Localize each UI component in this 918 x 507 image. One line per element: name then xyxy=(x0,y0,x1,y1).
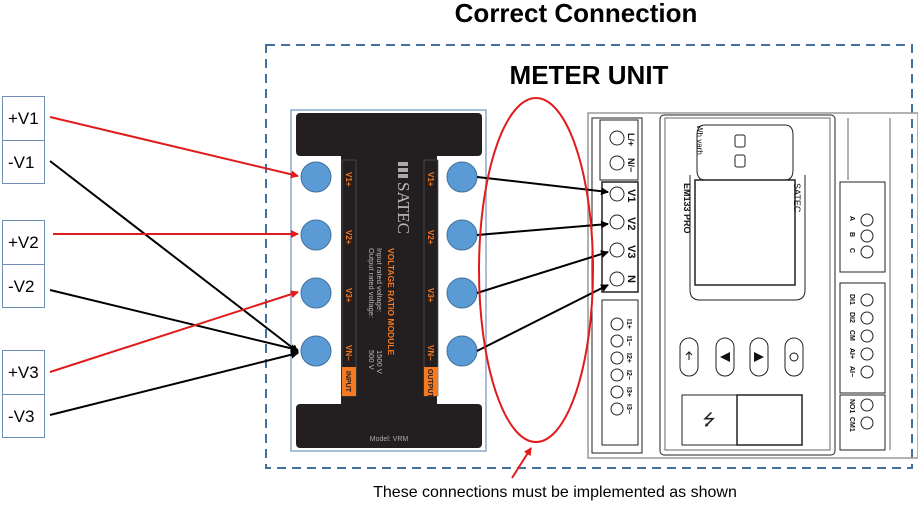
vrm-body xyxy=(341,150,437,410)
vrm-out-label-v2: V2+ xyxy=(426,230,435,245)
meter-terminal-label-n-power: N/− xyxy=(626,158,636,172)
vrm-out-label-v1: V1+ xyxy=(426,172,435,187)
vrm-out-label-v3: V3+ xyxy=(426,288,435,303)
meter-enter-button-icon xyxy=(685,350,693,360)
satec-logo-icon xyxy=(398,162,408,178)
caption-pointer-arrow xyxy=(511,447,532,479)
vrm-output-terminal-vn xyxy=(446,335,478,367)
vrm-to-meter-wires xyxy=(476,176,609,352)
meter-buttons xyxy=(685,350,799,362)
vrm-output-rated-value: 500 V xyxy=(367,350,376,370)
diagram-title: Correct Connection xyxy=(454,0,698,28)
vrm-output-terminal-v1 xyxy=(446,161,478,193)
wire-minus-v1 xyxy=(49,160,299,353)
meter-terminal-label-v1: V1 xyxy=(625,189,637,202)
svg-text:CM: CM xyxy=(848,330,855,341)
wire-v3-out xyxy=(476,250,609,294)
source-wires xyxy=(49,116,299,416)
source-group-v3: +V3 -V3 xyxy=(2,350,45,438)
vrm-input-rated-value: 1500 V xyxy=(375,350,384,374)
vrm-brand: SATEC xyxy=(394,182,413,234)
svg-text:I1−: I1− xyxy=(625,336,632,346)
meter-em133 xyxy=(587,112,918,459)
voltage-ratio-module: V1+ V2+ V3+ VN− V1+ V2+ V3+ VN− INPUT OU… xyxy=(290,109,487,452)
wire-v2-out xyxy=(476,220,609,236)
vrm-output-tag-text: OUTPUT xyxy=(426,369,433,399)
svg-text:NO1: NO1 xyxy=(848,399,855,414)
svg-text:C: C xyxy=(848,248,855,253)
meter-left-button-icon xyxy=(720,352,730,362)
source-terminal-minus-v1: -V1 xyxy=(3,140,44,183)
caption-text: These connections must be implemented as… xyxy=(373,484,737,501)
meter-unit-boundary xyxy=(265,44,913,469)
vrm-in-label-v1: V1+ xyxy=(344,172,353,187)
meter-right-button-icon xyxy=(754,352,764,362)
meter-brand-label: SATEC xyxy=(792,183,802,213)
source-terminal-plus-v2: +V2 xyxy=(8,233,39,252)
source-terminal-minus-v2: -V2 xyxy=(3,264,44,307)
wire-minus-v3 xyxy=(49,350,299,416)
highlight-ellipse xyxy=(478,97,594,443)
vrm-in-label-vn: VN− xyxy=(344,345,353,361)
svg-text:A: A xyxy=(848,216,855,221)
svg-text:I2−: I2− xyxy=(625,370,632,380)
meter-terminal-label-v2: V2 xyxy=(625,217,637,230)
vrm-output-terminal-v3 xyxy=(446,277,478,309)
meter-model-label: EM133 PRO xyxy=(682,183,692,234)
usb-icon: ⭍ xyxy=(702,411,715,429)
svg-text:DI2: DI2 xyxy=(848,312,855,323)
source-group-v1: +V1 -V1 xyxy=(2,96,45,184)
vrm-in-label-v3: V3+ xyxy=(344,288,353,303)
vrm-input-terminal-v3 xyxy=(300,277,332,309)
meter-terminal-label-v3: V3 xyxy=(625,245,637,258)
svg-text:DI1: DI1 xyxy=(848,294,855,305)
vrm-output-rated-label: Output rated voltage: xyxy=(367,248,376,318)
svg-text:I1+: I1+ xyxy=(625,319,632,329)
vrm-input-terminal-v1 xyxy=(300,161,332,193)
vrm-input-tag xyxy=(342,367,356,396)
vrm-bottom-bar xyxy=(296,404,482,448)
meter-terminal-label-n: N xyxy=(625,275,637,283)
source-group-v2: +V2 -V2 xyxy=(2,220,45,308)
vrm-model: Model: VRM xyxy=(370,436,409,443)
vrm-out-label-vn: VN− xyxy=(426,345,435,361)
meter-screws xyxy=(609,130,874,430)
vrm-input-rated-label: Input rated voltage: xyxy=(375,248,384,312)
source-terminal-minus-v3: -V3 xyxy=(3,394,44,437)
vrm-input-tag-text: INPUT xyxy=(344,371,351,393)
vrm-module-name: VOLTAGE RATIO MODULE xyxy=(386,248,396,356)
wire-vn-out xyxy=(476,284,609,352)
meter-unit-title: METER UNIT xyxy=(509,60,669,90)
svg-text:I3+: I3+ xyxy=(625,387,632,397)
vrm-output-terminal-v2 xyxy=(446,219,478,251)
vrm-input-terminal-vn xyxy=(300,335,332,367)
svg-text:AI+: AI+ xyxy=(848,348,855,359)
source-terminal-plus-v3: +V3 xyxy=(8,363,39,382)
vrm-top-bar xyxy=(296,113,482,156)
svg-text:I2+: I2+ xyxy=(625,353,632,363)
meter-power-button-icon xyxy=(789,352,799,362)
svg-text:CM1: CM1 xyxy=(848,417,855,432)
source-terminal-plus-v1: +V1 xyxy=(8,109,39,128)
vrm-output-tag xyxy=(424,367,438,396)
vrm-input-terminal-v2 xyxy=(300,219,332,251)
svg-text:I3−: I3− xyxy=(625,404,632,414)
wire-minus-v2 xyxy=(49,289,299,353)
svg-text:B: B xyxy=(848,232,855,237)
wire-plus-v1 xyxy=(49,116,299,179)
svg-text:AI−: AI− xyxy=(848,366,855,377)
meter-terminal-label-l: L/+ xyxy=(626,133,636,146)
wire-plus-v3 xyxy=(49,290,299,373)
meter-wvarh-label: Wh varh xyxy=(695,125,704,155)
vrm-in-label-v2: V2+ xyxy=(344,230,353,245)
